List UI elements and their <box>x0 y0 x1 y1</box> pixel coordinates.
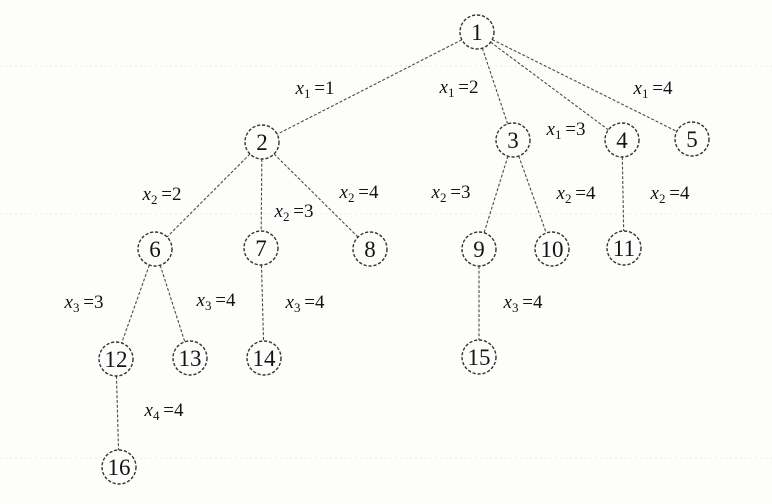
tree-edge-2-7 <box>260 158 263 232</box>
node-number-10: 10 <box>541 237 564 262</box>
edge-label-1-4: x1 =3 <box>546 119 586 142</box>
node-circle-16 <box>101 449 137 485</box>
node-number-16: 16 <box>108 455 131 480</box>
tree-node-13: 13 <box>172 340 208 376</box>
tree-edge-7-14 <box>260 264 265 342</box>
tree-edge-2-8 <box>273 153 359 238</box>
tree-node-2: 2 <box>244 124 280 160</box>
edge-label-6-12: x3 =3 <box>64 292 104 315</box>
edge-label-12-16: x4 =4 <box>144 400 184 423</box>
node-circle-14 <box>246 340 282 376</box>
node-circle-7 <box>243 230 279 266</box>
edge-label-1-2: x1 =1 <box>295 78 335 101</box>
node-circle-9 <box>461 231 497 267</box>
node-circle-2 <box>244 124 280 160</box>
node-number-12: 12 <box>105 347 128 372</box>
node-circle-8 <box>352 231 388 267</box>
edge-label-2-6: x2 =2 <box>142 184 182 207</box>
node-number-7: 7 <box>255 236 267 261</box>
edge-label-9-15: x3 =4 <box>503 292 543 315</box>
node-number-6: 6 <box>149 237 161 262</box>
tree-edge-3-10 <box>518 155 547 234</box>
tree-edge-12-16 <box>115 375 120 451</box>
node-number-14: 14 <box>253 346 277 371</box>
tree-node-5: 5 <box>674 121 710 157</box>
tree-edge-6-13 <box>159 265 186 342</box>
tree-edge-1-4 <box>490 41 609 131</box>
tree-edge-4-11 <box>621 156 625 232</box>
tree-node-14: 14 <box>246 340 282 376</box>
tree-edge-1-2 <box>276 39 463 135</box>
edge-label-2-8: x2 =4 <box>339 182 379 205</box>
edge-label-1-5: x1 =4 <box>633 78 673 101</box>
tree-node-12: 12 <box>98 341 134 377</box>
tree-node-9: 9 <box>461 231 497 267</box>
tree-edge-6-12 <box>121 264 150 344</box>
tree-edge-1-5 <box>491 39 678 132</box>
tree-node-6: 6 <box>137 231 173 267</box>
node-number-5: 5 <box>686 127 698 152</box>
tree-edge-2-6 <box>166 153 251 238</box>
node-circle-11 <box>606 230 642 266</box>
edge-label-3-10: x2 =4 <box>556 183 596 206</box>
node-circle-13 <box>172 340 208 376</box>
node-number-15: 15 <box>468 345 491 370</box>
tree-node-10: 10 <box>534 231 570 267</box>
tree-node-1: 1 <box>459 14 495 50</box>
node-number-13: 13 <box>179 346 202 371</box>
edge-label-6-13: x3 =4 <box>196 290 236 313</box>
node-circle-6 <box>137 231 173 267</box>
edge-label-4-11: x2 =4 <box>650 183 690 206</box>
tree-edge-1-3 <box>481 47 509 125</box>
node-number-2: 2 <box>256 130 268 155</box>
tree-edge-3-9 <box>483 156 509 233</box>
node-number-9: 9 <box>473 237 485 262</box>
node-number-3: 3 <box>507 128 519 153</box>
node-circle-5 <box>674 121 710 157</box>
node-circle-1 <box>459 14 495 50</box>
tree-node-7: 7 <box>243 230 279 266</box>
edge-label-1-3: x1 =2 <box>439 77 479 100</box>
edge-label-7-14: x3 =4 <box>285 292 325 315</box>
node-number-11: 11 <box>613 236 635 261</box>
tree-node-11: 11 <box>606 230 642 266</box>
tree-node-16: 16 <box>101 449 137 485</box>
node-number-8: 8 <box>364 237 376 262</box>
node-circle-10 <box>534 231 570 267</box>
tree-node-8: 8 <box>352 231 388 267</box>
node-circle-12 <box>98 341 134 377</box>
node-circle-4 <box>604 122 640 158</box>
tree-node-4: 4 <box>604 122 640 158</box>
node-number-4: 4 <box>616 128 628 153</box>
node-number-1: 1 <box>471 20 483 45</box>
node-circle-15 <box>461 339 497 375</box>
edge-label-3-9: x2 =3 <box>431 182 471 205</box>
node-circle-3 <box>495 122 531 158</box>
edge-label-2-7: x2 =3 <box>274 201 314 224</box>
tree-node-3: 3 <box>495 122 531 158</box>
tree-node-15: 15 <box>461 339 497 375</box>
